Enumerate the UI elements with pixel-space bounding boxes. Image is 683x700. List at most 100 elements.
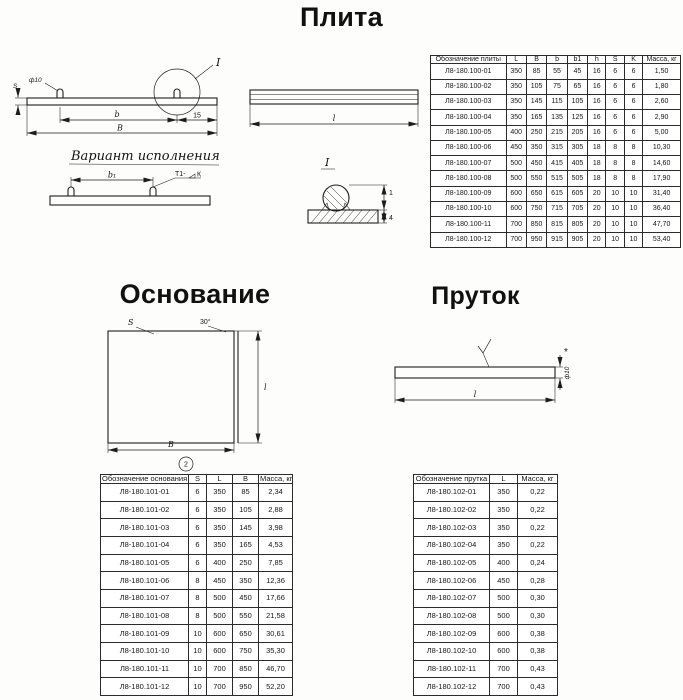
value-cell: 105 [566, 93, 589, 111]
designation-cell: Л8-180.102-08 [413, 606, 490, 626]
value-cell: 350 [206, 535, 233, 555]
value-cell: 650 [525, 185, 548, 203]
value-cell: 700 [505, 216, 527, 233]
value-cell: 805 [566, 216, 589, 233]
value-cell: 500 [489, 588, 518, 608]
value-cell: 715 [546, 201, 568, 218]
value-cell: 905 [566, 231, 589, 249]
value-cell: 55 [546, 63, 568, 80]
designation-cell: Л8-180.101-04 [100, 535, 189, 555]
detail-callout-circle [153, 68, 201, 116]
value-cell: 350 [489, 518, 518, 537]
value-cell: 10 [605, 216, 625, 233]
value-cell: 4,53 [258, 535, 293, 555]
value-cell: 700 [489, 677, 518, 696]
value-cell: 10 [605, 201, 625, 218]
designation-cell: Л8-180.102-07 [413, 588, 490, 608]
value-cell: 47,70 [642, 216, 681, 233]
designation-cell: Л8-180.101-03 [100, 518, 189, 537]
value-cell: 2,88 [258, 500, 293, 520]
dim-b-label: b [114, 110, 119, 119]
value-cell: 10 [188, 624, 207, 643]
value-cell: 18 [587, 170, 607, 187]
base-plan-view: S 30° B l 2 [107, 318, 267, 472]
designation-cell: Л8-180.102-11 [413, 659, 490, 679]
value-cell: 0,43 [517, 677, 558, 696]
column-header: Обозначение основания [100, 474, 189, 484]
value-cell: 350 [489, 482, 518, 502]
designation-cell: Л8-180.102-12 [413, 677, 490, 696]
weld-flag-icon [188, 173, 196, 179]
value-cell: 8 [623, 155, 644, 172]
value-cell: 205 [566, 124, 589, 141]
value-cell: 400 [206, 553, 233, 573]
value-cell: 750 [525, 201, 548, 218]
value-cell: 515 [546, 170, 568, 187]
value-cell: 600 [505, 185, 527, 203]
value-cell: 400 [489, 553, 518, 573]
value-cell: 6 [623, 109, 644, 126]
value-cell: 20 [587, 185, 607, 203]
column-header: Масса, кг [258, 474, 293, 484]
value-cell: 700 [505, 231, 527, 249]
designation-cell: Л8-180.101-11 [100, 659, 189, 679]
value-cell: 6 [188, 518, 207, 537]
value-cell: 145 [525, 93, 548, 111]
section-title-prutok: Пруток [431, 282, 520, 310]
value-cell: 450 [206, 571, 233, 590]
column-header: Масса, кг [517, 474, 558, 484]
value-cell: 8 [623, 139, 644, 157]
value-cell: 8 [188, 606, 207, 626]
value-cell: 600 [206, 641, 233, 661]
value-cell: 6 [188, 553, 207, 573]
designation-cell: Л8-180.101-01 [100, 482, 189, 502]
value-cell: 85 [525, 63, 548, 80]
designation-cell: Л8-180.100-04 [430, 109, 507, 126]
diameter-label: ф10 [29, 77, 42, 84]
column-header: b [546, 54, 568, 65]
figure-number: 2 [184, 462, 188, 469]
designation-cell: Л8-180.100-12 [430, 231, 507, 249]
value-cell: 6 [623, 78, 644, 95]
designation-cell: Л8-180.102-04 [413, 535, 490, 555]
value-cell: 350 [525, 139, 548, 157]
value-cell: 850 [232, 659, 259, 679]
weld-fillet-right [342, 202, 351, 211]
value-cell: 6 [623, 93, 644, 111]
value-cell: 600 [505, 201, 527, 218]
value-cell: 0,43 [517, 659, 558, 679]
footnote-star: * [564, 347, 568, 358]
dim-l-label: l [333, 114, 336, 123]
value-cell: 10 [623, 231, 644, 249]
plate-side-view: I ф10 S b 15 B [13, 56, 221, 136]
value-cell: 500 [206, 606, 233, 626]
value-cell: 350 [206, 518, 233, 537]
rod-side-view: * ф10 l [394, 338, 571, 403]
value-cell: 700 [489, 659, 518, 679]
value-cell: 16 [587, 78, 607, 95]
value-cell: 8 [605, 155, 625, 172]
dim-l-label: l [474, 390, 477, 399]
column-header: b1 [566, 54, 589, 65]
variant-pin-right [149, 186, 157, 196]
value-cell: 8 [188, 588, 207, 608]
designation-cell: Л8-180.102-05 [413, 553, 490, 573]
value-cell: 135 [546, 109, 568, 126]
designation-cell: Л8-180.102-06 [413, 571, 490, 590]
